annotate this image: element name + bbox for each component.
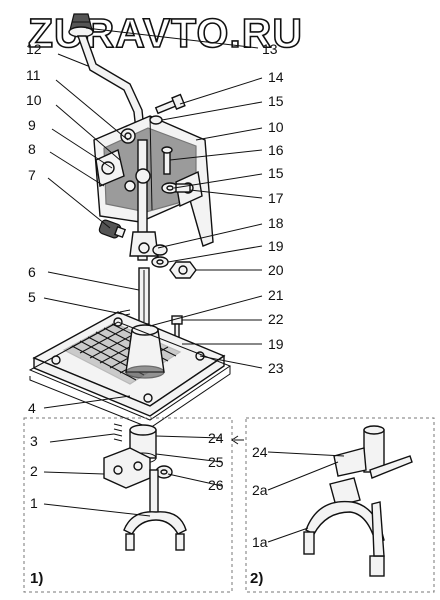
callout-22: 22 <box>268 311 284 327</box>
rod-6 <box>138 267 150 325</box>
clip-26 <box>155 465 173 479</box>
callout-21: 21 <box>268 287 284 303</box>
callout-1: 1 <box>30 495 38 511</box>
callout-12: 12 <box>26 41 42 57</box>
lever-knob <box>68 13 94 38</box>
callout-9: 9 <box>28 117 36 133</box>
callout-labels: 13 12 11 10 9 8 7 14 15 10 16 15 17 18 1… <box>26 41 284 550</box>
callout-2: 2 <box>30 463 38 479</box>
callout-4: 4 <box>28 400 36 416</box>
callout-26: 26 <box>208 477 224 493</box>
nut-20 <box>169 261 197 279</box>
callout-15-mid: 15 <box>268 165 284 181</box>
callout-19-top: 19 <box>268 238 284 254</box>
callout-20: 20 <box>268 262 284 278</box>
callout-7: 7 <box>28 167 36 183</box>
panel-label-1: 1) <box>30 570 43 587</box>
panel-1-parts <box>43 423 223 551</box>
panel-2-parts <box>267 425 413 577</box>
callout-23: 23 <box>268 360 284 376</box>
washer-19 <box>151 256 169 268</box>
callout-5: 5 <box>28 289 36 305</box>
callout-2a: 2a <box>252 482 268 498</box>
callout-24-panel1: 24 <box>208 430 224 446</box>
bolt-17 <box>161 182 191 194</box>
bushing-7 <box>98 219 127 239</box>
bolt-14 <box>149 93 186 125</box>
main-assembly <box>28 13 232 429</box>
callout-leaders <box>43 27 263 409</box>
callout-18: 18 <box>268 215 284 231</box>
callout-15-top: 15 <box>268 93 284 109</box>
callout-1a: 1a <box>252 534 268 550</box>
callout-10-left: 10 <box>26 92 42 108</box>
callout-10-right: 10 <box>268 119 284 135</box>
bracket-2 <box>103 447 151 489</box>
callout-16: 16 <box>268 142 284 158</box>
callout-14: 14 <box>268 69 284 85</box>
lever-shaft <box>124 139 151 261</box>
lever-housing <box>93 115 214 247</box>
selector-tower <box>125 324 165 379</box>
bracket-2a <box>333 447 413 479</box>
callout-13: 13 <box>262 41 278 57</box>
clevis-18 <box>129 231 168 257</box>
callout-25: 25 <box>208 454 224 470</box>
panel-label-2: 2) <box>250 570 263 587</box>
callout-11: 11 <box>26 67 41 83</box>
inset-panel-1 <box>23 417 233 593</box>
spring-3 <box>113 423 123 442</box>
callout-24-panel2: 24 <box>252 444 268 460</box>
fork-1 <box>123 469 187 551</box>
panel-arrow <box>231 435 244 445</box>
callout-19-bottom: 19 <box>268 336 284 352</box>
callout-3: 3 <box>30 433 38 449</box>
callout-17: 17 <box>268 190 284 206</box>
pin-16 <box>161 146 173 175</box>
fork-1a <box>303 477 385 577</box>
inset-panel-2 <box>245 417 435 593</box>
callout-6: 6 <box>28 264 36 280</box>
callout-8: 8 <box>28 141 36 157</box>
